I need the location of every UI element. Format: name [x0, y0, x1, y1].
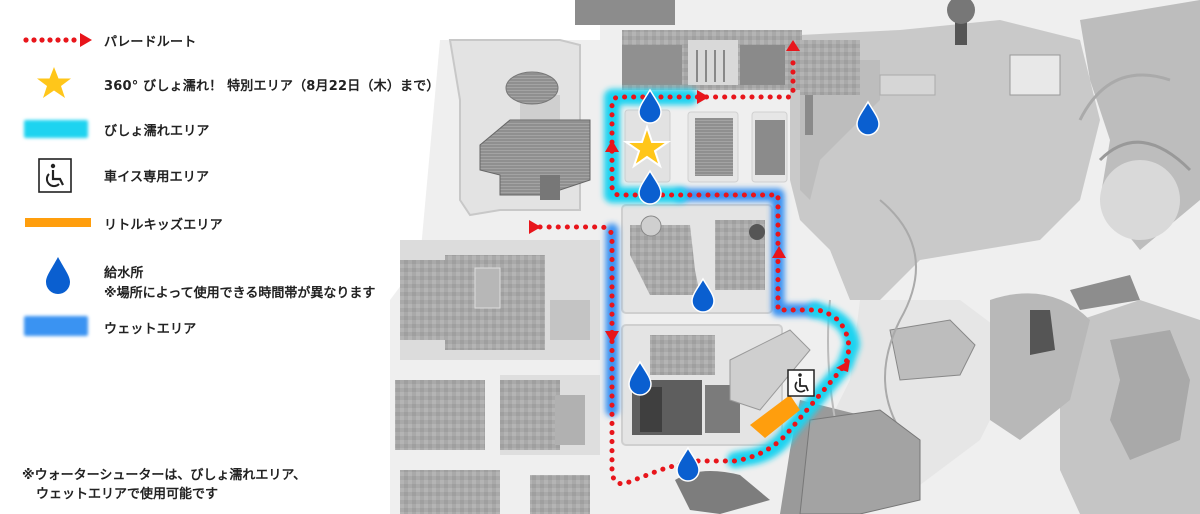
legend-label: 給水所 [104, 266, 144, 281]
route-arrow-icon [786, 40, 800, 51]
legend-item-little-kids-area: リトルキッズエリア [0, 212, 440, 234]
orange-bar-icon [25, 218, 91, 227]
route-arrow-icon [605, 331, 619, 343]
water-drop-icon [638, 169, 662, 205]
blue-band-icon [24, 316, 88, 336]
route-arrow-icon [697, 90, 709, 104]
legend-label: ウェットエリア [104, 322, 197, 337]
legend-label: 360° びしょ濡れ！ 特別エリア（8月22日（木）まで） [104, 79, 440, 94]
legend-item-parade-route: パレードルート [0, 30, 440, 50]
legend-item-wet-area: ウェットエリア [0, 314, 440, 337]
map-legend: パレードルート 360° びしょ濡れ！ 特別エリア（8月22日（木）まで） びし… [0, 0, 440, 514]
parade-route [529, 40, 852, 487]
water-drop-icon [691, 277, 715, 313]
dotted-arrow-icon [23, 33, 92, 47]
wheelchair-area-marker[interactable] [787, 369, 815, 397]
water-drop-icon [638, 88, 662, 124]
legend-label: びしょ濡れエリア [104, 124, 210, 139]
legend-item-soak-area: びしょ濡れエリア [0, 118, 440, 140]
route-arrow-icon [772, 246, 786, 258]
water-drop-icon [628, 360, 652, 396]
water-stations [628, 88, 880, 482]
little-kids-area [750, 395, 800, 438]
special-area-star-icon[interactable] [622, 123, 672, 169]
legend-label: リトルキッズエリア [104, 218, 223, 233]
legend-sublabel: ※場所によって使用できる時間帯が異なります [104, 286, 376, 301]
cyan-band-icon [24, 120, 88, 138]
footnote-line-2: ウェットエリアで使用可能です [36, 487, 219, 502]
water-drop-icon [856, 100, 880, 136]
footnote-line-1: ※ウォーターシューターは、びしょ濡れエリア、 [22, 468, 307, 483]
route-arrow-icon [605, 140, 619, 152]
legend-label: 車イス専用エリア [104, 170, 210, 185]
route-arrow-icon [836, 360, 850, 372]
legend-label: パレードルート [104, 35, 197, 50]
legend-item-wheelchair-area: 車イス専用エリア [0, 158, 440, 194]
wheelchair-icon [38, 158, 72, 193]
legend-item-water-station: 給水所 ※場所によって使用できる時間帯が異なります [0, 254, 440, 304]
water-drop-icon [676, 446, 700, 482]
route-arrow-icon [529, 220, 541, 234]
water-drop-icon [46, 257, 70, 294]
water-shooter-footnote: ※ウォーターシューターは、びしょ濡れエリア、 ウェットエリアで使用可能です [22, 466, 306, 504]
legend-item-special-area: 360° びしょ濡れ！ 特別エリア（8月22日（木）まで） [0, 66, 440, 98]
city-blocks [395, 0, 1171, 514]
star-icon [37, 67, 71, 98]
